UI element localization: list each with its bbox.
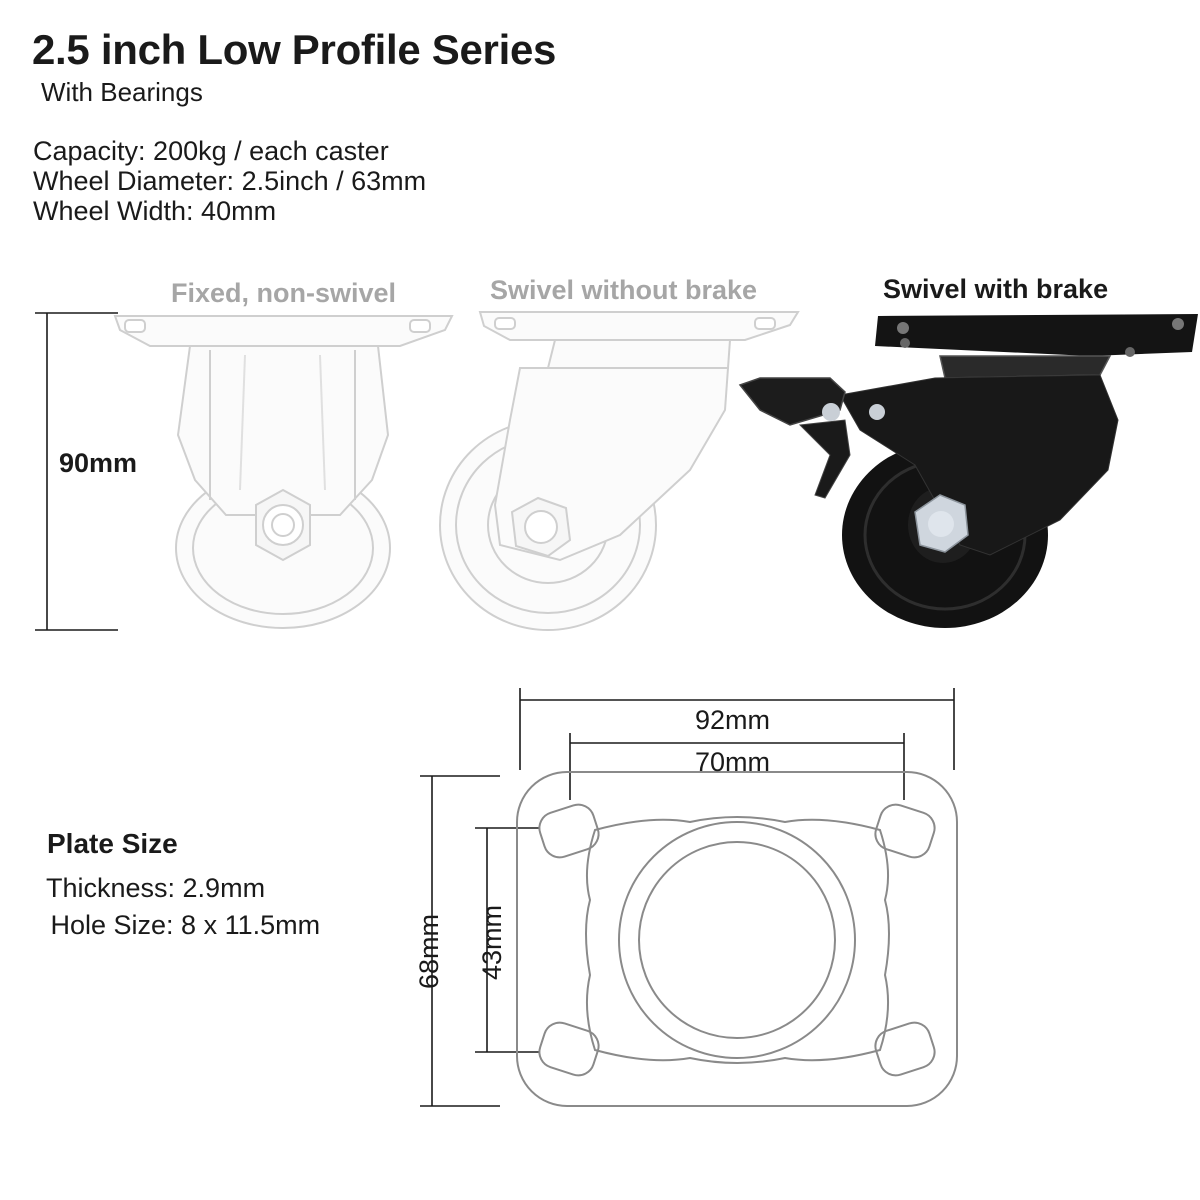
swivel-caster-image bbox=[439, 311, 800, 631]
fixed-caster-image bbox=[113, 315, 454, 629]
height-dimension-line bbox=[35, 312, 118, 631]
variant-label-swivel: Swivel without brake bbox=[490, 275, 758, 305]
brake-caster-image bbox=[738, 314, 1198, 628]
mounting-plate-outline bbox=[516, 771, 958, 1107]
plate-hole-span-height-value: 43mm bbox=[477, 904, 507, 980]
spec-wheel-diameter: Wheel Diameter: 2.5inch / 63mm bbox=[33, 166, 427, 196]
variant-label-brake: Swivel with brake bbox=[883, 274, 1109, 304]
plate-outer-height-value: 68mm bbox=[414, 913, 444, 989]
plate-hole-size: Hole Size: 8 x 11.5mm bbox=[43, 910, 321, 940]
spec-capacity: Capacity: 200kg / each caster bbox=[33, 136, 389, 166]
plate-dimension-lines bbox=[420, 688, 955, 1107]
page-title: 2.5 inch Low Profile Series bbox=[32, 26, 557, 73]
spec-wheel-width: Wheel Width: 40mm bbox=[33, 196, 277, 226]
plate-hole-span-width-label: 70mm bbox=[695, 747, 771, 777]
variant-label-fixed: Fixed, non-swivel bbox=[171, 278, 397, 308]
height-dimension-label: 90mm bbox=[59, 448, 138, 478]
plate-size-heading: Plate Size bbox=[47, 828, 178, 859]
page-subtitle: With Bearings bbox=[41, 77, 203, 107]
plate-outer-width-label: 92mm bbox=[695, 705, 771, 735]
plate-thickness: Thickness: 2.9mm bbox=[46, 873, 266, 903]
